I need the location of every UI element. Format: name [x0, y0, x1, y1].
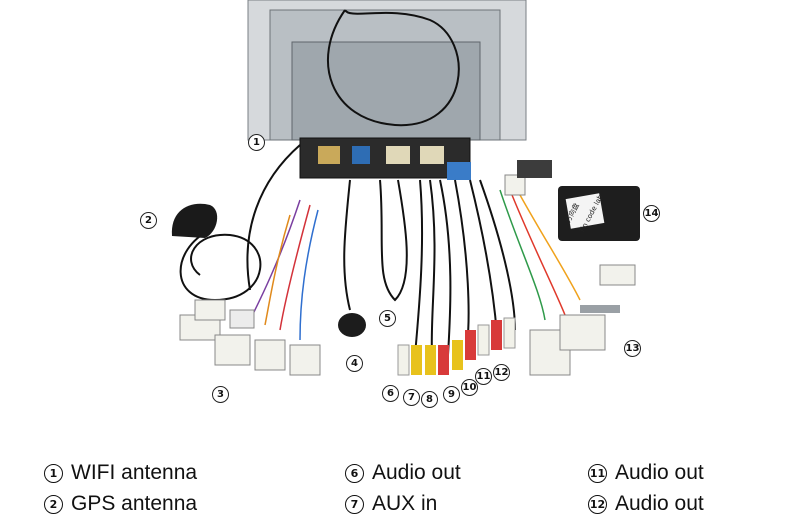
microphone [338, 313, 366, 337]
connector-group-left [179, 299, 321, 376]
legend-item-11: 11 Audio out [588, 461, 704, 485]
decoder-sticker [565, 193, 605, 229]
mic-cable [343, 179, 351, 311]
gps-cable-coil [179, 229, 262, 302]
legend-item-7: 7 AUX in [345, 492, 437, 516]
callout-3: 3 [212, 386, 229, 403]
callout-6: 6 [382, 385, 399, 402]
harness-port [386, 146, 410, 164]
callout-14: 14 [643, 205, 660, 222]
callout-7: 7 [403, 389, 420, 406]
rca-cable-11 [479, 179, 516, 331]
colored-harness-wires [249, 189, 581, 341]
callout-2: 2 [140, 212, 157, 229]
canbus-plug [517, 160, 552, 178]
connector-group-right [504, 174, 636, 376]
rca-cable-8 [439, 179, 452, 356]
wifi-cable-loop [327, 9, 460, 127]
wifi-antenna-lead [246, 144, 301, 291]
rca-cable-6 [414, 179, 424, 356]
cable-five [379, 179, 408, 302]
legend-number: 6 [345, 463, 364, 483]
legend-label: Audio out [615, 492, 704, 515]
callout-4: 4 [346, 355, 363, 372]
legend-label: Audio out [615, 461, 704, 484]
callout-13: 13 [624, 340, 641, 357]
callout-1: 1 [248, 134, 265, 151]
legend-label: WIFI antenna [71, 461, 198, 484]
rca-plugs [397, 317, 516, 376]
rca-cable-9 [454, 179, 470, 346]
gps-antenna-puck [171, 203, 218, 238]
legend-label: Audio out [372, 461, 461, 484]
antenna-port [318, 146, 340, 164]
radio-antenna-adapter [580, 305, 620, 313]
legend-number: 2 [44, 494, 63, 514]
cable-bundle [179, 9, 516, 356]
legend-item-6: 6 Audio out [345, 461, 461, 485]
legend-number: 12 [588, 494, 607, 514]
legend-number: 1 [44, 463, 63, 483]
rca-cable-10 [469, 179, 498, 336]
aux-port [447, 162, 471, 180]
callout-8: 8 [421, 391, 438, 408]
callout-10: 10 [461, 379, 478, 396]
legend-label: AUX in [372, 492, 438, 515]
head-unit-chassis [291, 41, 481, 141]
rca-cable-7 [429, 179, 436, 356]
legend-item-1: 1 WIFI antenna [44, 461, 197, 485]
callout-11: 11 [475, 368, 492, 385]
usb-port [352, 146, 370, 164]
legend-item-2: 2 GPS antenna [44, 492, 197, 516]
legend-number: 7 [345, 494, 364, 514]
legend-number: 11 [588, 463, 607, 483]
callout-9: 9 [443, 386, 460, 403]
callout-12: 12 [493, 364, 510, 381]
legend-item-12: 12 Audio out [588, 492, 704, 516]
legend-label: GPS antenna [71, 492, 198, 515]
harness-port-2 [420, 146, 444, 164]
callout-5: 5 [379, 310, 396, 327]
